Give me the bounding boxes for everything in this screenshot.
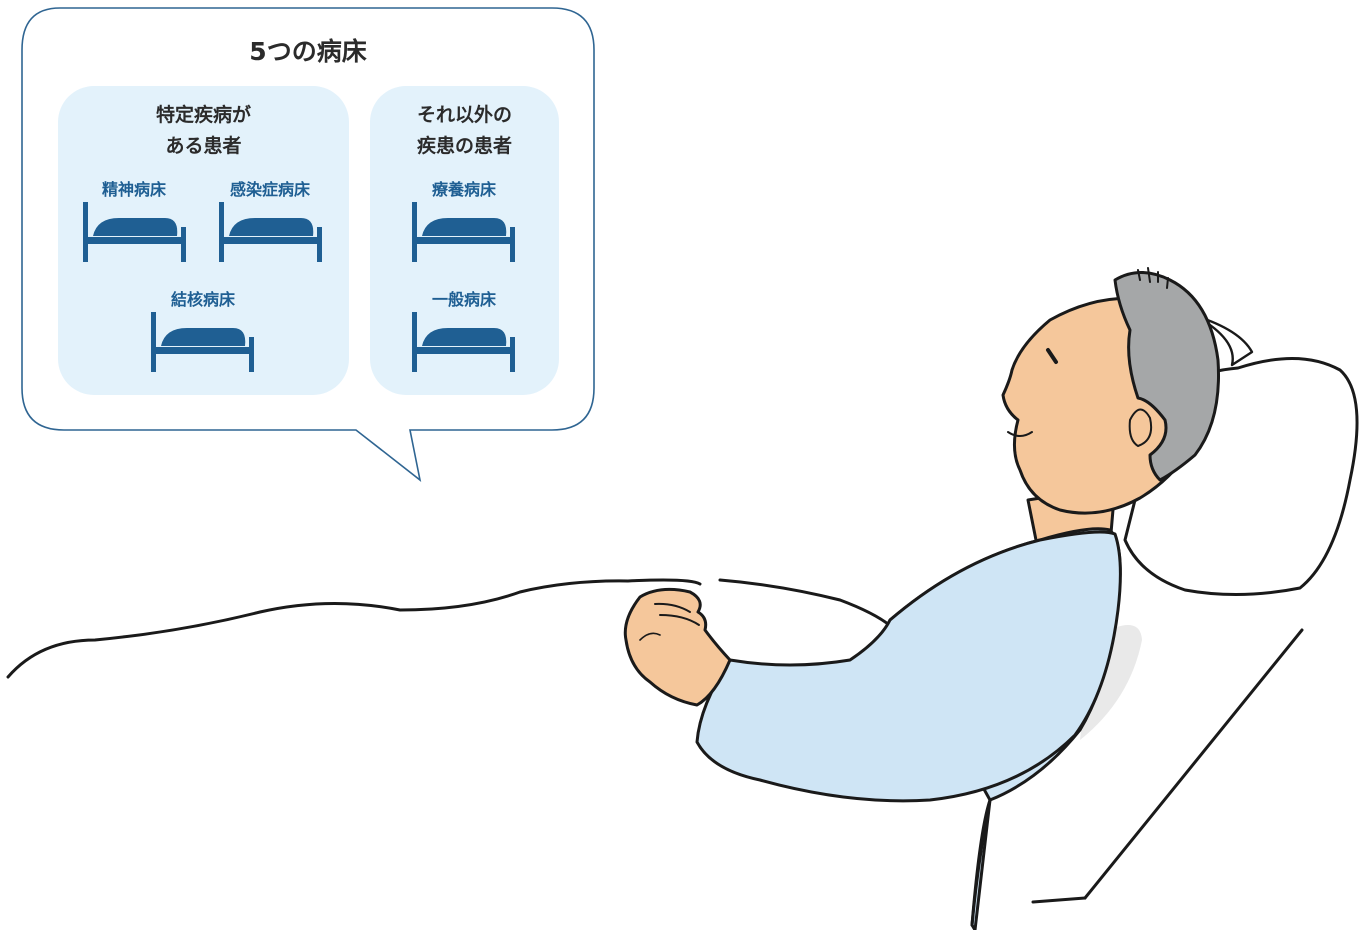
bed-label-general: 一般病床 xyxy=(431,290,496,309)
bubble-title: 5つの病床 xyxy=(249,37,367,66)
bed-label-long-term-care: 療養病床 xyxy=(431,180,496,199)
panel-specific-disease xyxy=(58,86,349,395)
group-title-other-disease: それ以外の 疾患の患者 xyxy=(416,104,512,157)
patient-illustration xyxy=(0,267,1359,930)
bed-label-tuberculosis: 結核病床 xyxy=(170,290,235,309)
group-title-specific-disease: 特定疾病が ある患者 xyxy=(155,104,251,157)
bed-label-psychiatric: 精神病床 xyxy=(101,180,166,199)
bed-label-infectious: 感染症病床 xyxy=(229,180,310,199)
